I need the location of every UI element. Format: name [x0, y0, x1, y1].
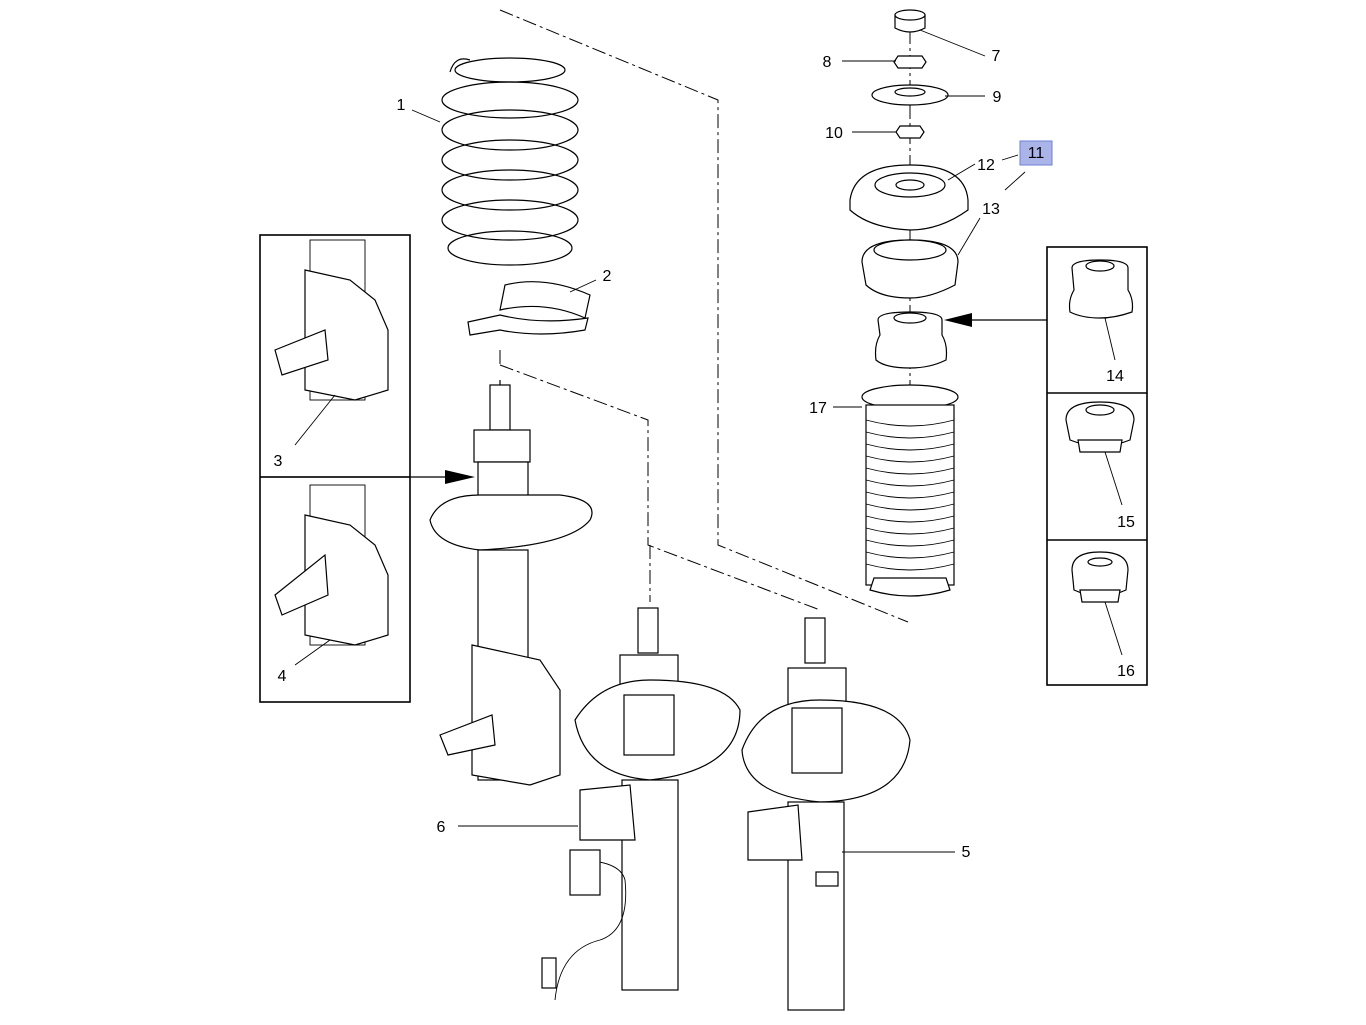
callout-5[interactable]: 5	[962, 844, 971, 861]
part-coil-spring[interactable]	[441, 57, 579, 266]
callout-1[interactable]: 1	[397, 97, 406, 114]
part-top-mount[interactable]	[849, 164, 969, 231]
part-cap[interactable]	[894, 9, 926, 33]
part-bearing[interactable]	[861, 239, 959, 299]
callout-17[interactable]: 17	[809, 400, 827, 417]
callout-11[interactable]: 11	[1028, 145, 1045, 162]
part-bracket-variant-a[interactable]	[274, 239, 389, 401]
inset-bump-stop-variants	[1046, 246, 1148, 686]
callout-14[interactable]: 14	[1106, 368, 1124, 385]
callout-8[interactable]: 8	[823, 54, 832, 71]
callout-4[interactable]: 4	[278, 668, 287, 685]
part-nut-lower[interactable]	[895, 125, 925, 139]
part-bracket-variant-b[interactable]	[274, 484, 389, 646]
part-spring-seat[interactable]	[467, 281, 591, 336]
part-bump-stop[interactable]	[874, 311, 948, 369]
part-bump-stop-variant-c[interactable]	[1071, 551, 1129, 603]
part-nut-upper[interactable]	[893, 55, 927, 69]
leader-lines	[294, 29, 1123, 853]
callout-10[interactable]: 10	[825, 125, 843, 142]
part-dust-boot[interactable]	[861, 384, 959, 597]
callout-15[interactable]: 15	[1117, 514, 1135, 531]
callout-12[interactable]: 12	[977, 157, 995, 174]
callout-3[interactable]: 3	[274, 453, 283, 470]
callout-2[interactable]: 2	[603, 268, 612, 285]
part-bump-stop-variant-b[interactable]	[1065, 401, 1135, 453]
inset-arrows	[260, 313, 1047, 484]
part-washer[interactable]	[871, 84, 949, 106]
part-strut-with-sensor[interactable]	[541, 607, 741, 1001]
callout-9[interactable]: 9	[993, 89, 1002, 106]
callout-7[interactable]: 7	[992, 48, 1001, 65]
part-main-strut[interactable]	[429, 380, 593, 786]
callout-13[interactable]: 13	[982, 201, 1000, 218]
part-bump-stop-variant-a[interactable]	[1068, 259, 1134, 319]
callout-16[interactable]: 16	[1117, 663, 1135, 680]
callout-11-highlight[interactable]	[1019, 140, 1053, 166]
part-strut[interactable]	[741, 617, 911, 1011]
callout-6[interactable]: 6	[437, 819, 446, 836]
